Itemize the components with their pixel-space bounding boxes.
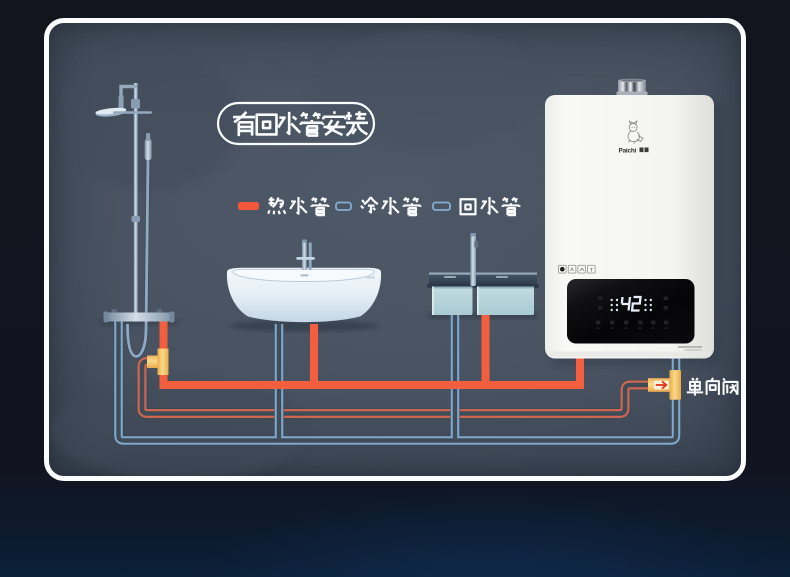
svg-text:Paichi: Paichi: [619, 148, 637, 155]
